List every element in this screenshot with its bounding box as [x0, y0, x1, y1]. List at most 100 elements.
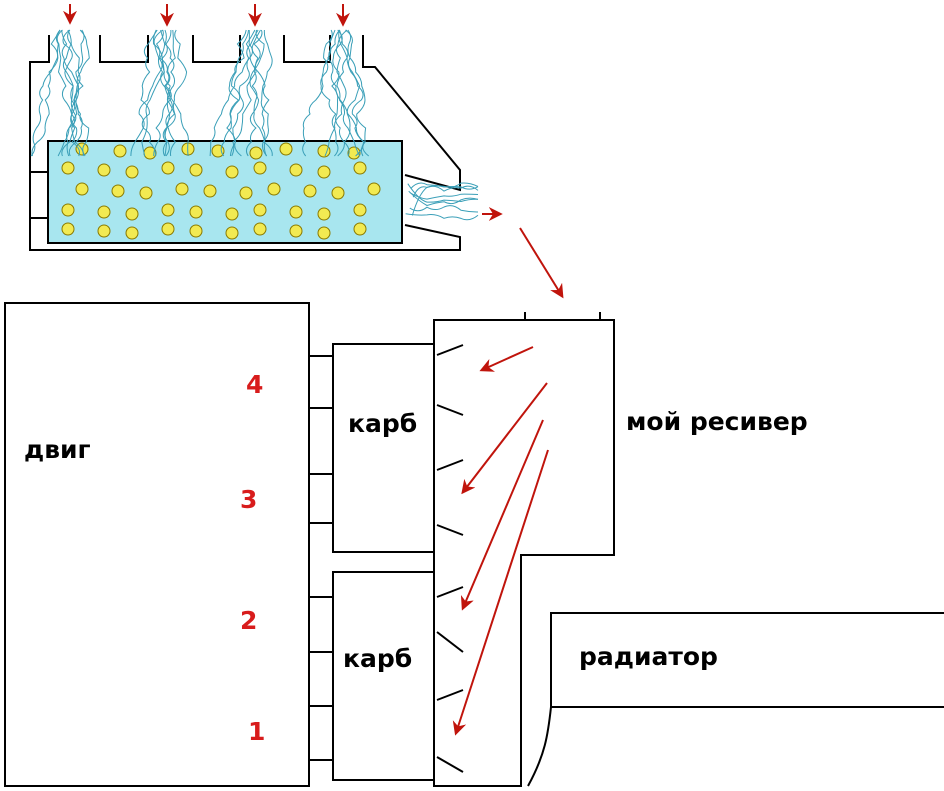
airflow-wisp	[130, 29, 164, 157]
airflow-wisp	[336, 29, 361, 157]
airflow-wisp-outlet	[410, 182, 479, 189]
receiver-flaps	[436, 344, 464, 773]
airflow-wisp	[164, 29, 189, 157]
receiver-inlet	[524, 312, 601, 320]
receiver-label: мой ресивер	[626, 407, 808, 436]
receiver-body	[433, 319, 615, 787]
bubble	[289, 163, 303, 177]
bubble	[253, 161, 267, 175]
airflow-wisp	[220, 29, 247, 157]
airflow-wisp	[209, 29, 253, 157]
airflow-wisp	[343, 29, 361, 157]
airflow-wisp-outlet	[405, 213, 479, 221]
bubble	[225, 226, 239, 240]
receiver-flow-arrows	[452, 346, 549, 736]
radiator-label: радиатор	[579, 642, 718, 671]
bubble	[61, 161, 75, 175]
bubble	[353, 161, 367, 175]
airflow-wisp	[68, 29, 85, 157]
airflow-wisp	[153, 29, 171, 157]
runners-bottom	[309, 596, 333, 761]
airflow-wisp	[62, 29, 77, 157]
cylinder-4-label: 4	[246, 370, 263, 399]
arrow-flow-4	[452, 449, 549, 736]
airflow-wisp	[331, 29, 345, 157]
incoming-air-arrows	[63, 4, 350, 27]
bubble	[189, 224, 203, 238]
airflow-wisp	[75, 29, 90, 157]
bubble	[125, 226, 139, 240]
bubble	[97, 224, 111, 238]
airflow-wisp	[320, 29, 339, 157]
cylinder-2-label: 2	[240, 606, 257, 635]
arrow-flow-2	[461, 382, 548, 495]
bubble	[331, 186, 345, 200]
airflow-wisp	[324, 29, 348, 157]
arrow-to-receiver	[519, 227, 564, 299]
bubble	[125, 207, 139, 221]
airflow-wisp	[164, 29, 176, 157]
cylinder-1-label: 1	[248, 717, 265, 746]
airflow-wisp	[232, 29, 259, 157]
airflow-wisp-outlet	[412, 185, 479, 198]
bubble	[353, 203, 367, 217]
bubble	[161, 203, 175, 217]
bubble	[189, 163, 203, 177]
bubble	[75, 182, 89, 196]
airflow-wisp	[226, 29, 249, 157]
airflow-wisp-outlet	[408, 190, 479, 207]
airflow-wisp	[57, 29, 78, 157]
airflow-wisp	[162, 29, 188, 157]
tank-inlet-2	[192, 35, 241, 63]
bubble	[317, 165, 331, 179]
airflow-wisp-outlet	[407, 183, 479, 203]
carburetor-top-label: карб	[348, 409, 417, 438]
tank-inlet-1	[99, 35, 149, 63]
bubble	[289, 205, 303, 219]
airflow-wisp	[245, 29, 273, 157]
carburetor-bottom-label: карб	[343, 644, 412, 673]
bubble	[239, 186, 253, 200]
airflow-wisp-outlet	[409, 192, 479, 200]
bubble	[303, 184, 317, 198]
bubble	[111, 184, 125, 198]
bubble	[225, 165, 239, 179]
bubble	[225, 207, 239, 221]
bubble	[253, 222, 267, 236]
airflow-wisp	[30, 29, 61, 157]
bubble	[161, 161, 175, 175]
bubble	[97, 205, 111, 219]
airflow-wisp	[56, 29, 84, 157]
bubble	[317, 207, 331, 221]
airflow-wisp-outlet	[409, 205, 479, 213]
airflow-wisp	[231, 29, 261, 157]
bubble	[61, 222, 75, 236]
arrow-flow-3	[460, 419, 544, 611]
airflow-lines	[30, 29, 479, 221]
airflow-wisp-outlet	[411, 185, 479, 216]
bubble	[367, 182, 381, 196]
airflow-wisp	[251, 29, 267, 157]
bubble	[139, 186, 153, 200]
bubble	[353, 222, 367, 236]
bubble	[249, 146, 263, 160]
radiator-hose	[527, 706, 552, 787]
bubble	[289, 224, 303, 238]
tank-outline	[29, 35, 461, 251]
airflow-wisp	[327, 29, 370, 157]
carburetor-bottom	[332, 571, 435, 781]
bubble	[253, 203, 267, 217]
airflow-wisp	[31, 29, 61, 157]
cylinder-3-label: 3	[240, 485, 257, 514]
bubble	[279, 142, 293, 156]
bubble	[189, 205, 203, 219]
bubble	[161, 222, 175, 236]
airflow-wisp	[347, 29, 367, 157]
airflow-wisp	[245, 29, 265, 157]
arrow-flow-1	[479, 346, 534, 372]
airflow-wisp	[141, 29, 165, 157]
airflow-wisp	[260, 29, 273, 157]
bubble	[113, 144, 127, 158]
